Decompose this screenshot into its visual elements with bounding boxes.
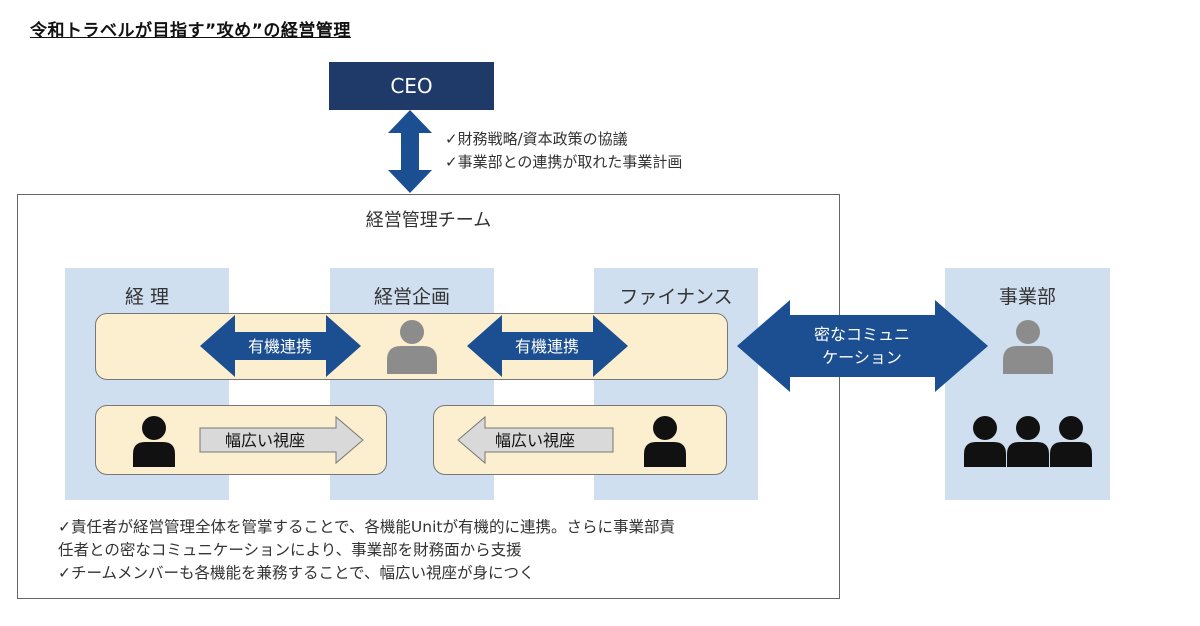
wide-view-arrow-right-label: 幅広い視座 [225, 431, 305, 450]
link-arrow-right-label: 有機連携 [515, 337, 579, 356]
comm-arrow-line-1: 密なコミュニ [814, 325, 910, 344]
person-icon-black [1007, 416, 1049, 467]
link-arrow-left-label: 有機連携 [248, 337, 312, 356]
link-arrow-right: 有機連携 [467, 315, 628, 377]
person-icon-gray [387, 320, 437, 374]
comm-arrow-line-2: ケーション [822, 348, 902, 367]
ceo-notes: ✓財務戦略/資本政策の協議 ✓事業部との連携が取れた事業計画 [445, 128, 682, 174]
summary-notes: ✓責任者が経営管理全体を管掌することで、各機能Unitが有機的に連携。さらに事業… [58, 516, 675, 585]
ceo-note-1: ✓財務戦略/資本政策の協議 [445, 130, 628, 148]
team-title: 経営管理チーム [365, 210, 492, 231]
note-line-1: ✓責任者が経営管理全体を管掌することで、各機能Unitが有機的に連携。さらに事業… [58, 518, 675, 536]
wide-view-arrow-right: 幅広い視座 [199, 415, 364, 465]
comm-arrow: 密なコミュニ ケーション [737, 300, 988, 392]
ceo-box: CEO [329, 62, 494, 110]
gray-arrow-icon [199, 415, 364, 465]
column-label-finance: ファイナンス [619, 286, 733, 308]
page-title: 令和トラベルが目指す”攻め”の経営管理 [30, 21, 351, 41]
double-arrow-icon [737, 300, 988, 392]
note-line-2: 任者との密なコミュニケーションにより、事業部を財務面から支援 [58, 541, 522, 559]
double-arrow-icon [200, 315, 361, 377]
double-arrow-icon [388, 110, 432, 193]
person-icon-black [1050, 416, 1092, 467]
person-icon-black [644, 416, 686, 467]
wide-view-arrow-left-label: 幅広い視座 [495, 431, 575, 450]
person-icon-black [964, 416, 1006, 467]
column-label-accounting: 経 理 [124, 286, 170, 308]
person-icon-gray [1003, 320, 1053, 374]
double-arrow-icon [467, 315, 628, 377]
person-icon-black [133, 416, 175, 467]
column-label-planning: 経営企画 [373, 286, 450, 308]
ceo-note-2: ✓事業部との連携が取れた事業計画 [445, 153, 683, 171]
column-label-business: 事業部 [998, 286, 1056, 308]
gray-arrow-icon [457, 415, 614, 465]
note-line-3: ✓チームメンバーも各機能を兼務することで、幅広い視座が身につく [58, 564, 535, 582]
link-arrow-left: 有機連携 [200, 315, 361, 377]
wide-view-arrow-left: 幅広い視座 [457, 415, 614, 465]
